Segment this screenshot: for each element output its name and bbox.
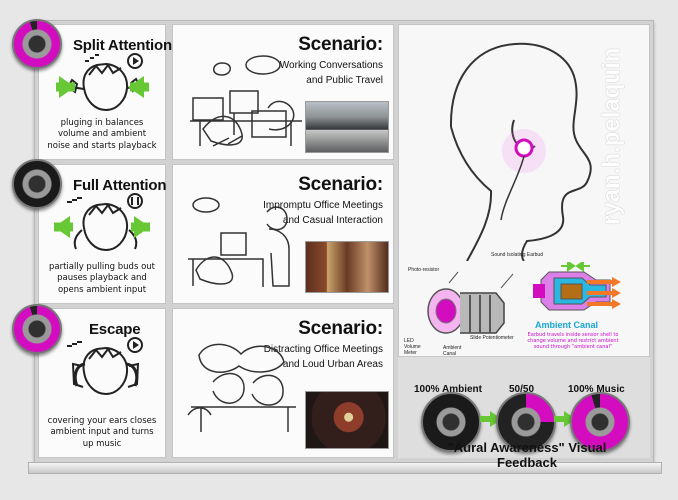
ambient-canal-title: Ambient Canal xyxy=(535,320,599,330)
impromptu-meeting-sketch xyxy=(188,197,290,287)
escape-title: Escape xyxy=(89,321,141,338)
scenario-subtitle-2: Impromptu Office Meetings and Casual Int… xyxy=(263,200,383,226)
casual-interaction-photo xyxy=(305,241,389,293)
office-conversation-sketch xyxy=(190,55,302,147)
sound-isolating-earbud-label: Sound Isolating Earbud xyxy=(491,252,543,258)
full-attention-caption: partially pulling buds out pauses playba… xyxy=(48,261,156,295)
head-profile-sketch xyxy=(449,42,592,261)
scale-label-ambient: 100% Ambient xyxy=(414,384,482,395)
scenario-panel-1: Scenario: Working Conversations and Publ… xyxy=(172,24,394,160)
split-attention-dial-icon xyxy=(12,19,62,69)
escape-dial-icon xyxy=(12,304,62,354)
loud-urban-photo xyxy=(305,391,389,449)
author-name: ryan.h.pelaquin xyxy=(598,47,625,225)
ambient-canal-cross-section xyxy=(533,262,621,311)
led-volume-meter-label: LED Volume Meter xyxy=(404,338,421,356)
balanced-feedback-dial-icon xyxy=(496,392,556,452)
photo-resistor-label: Photo-resistor xyxy=(408,267,440,273)
full-attention-title: Full Attention xyxy=(73,177,167,194)
scenario-subtitle-1: Working Conversations and Public Travel xyxy=(279,60,383,86)
ambient-canal-description: Earbud travels inside sensor shell to ch… xyxy=(527,332,619,350)
board-shelf xyxy=(28,462,662,474)
scale-label-balanced: 50/50 xyxy=(509,384,535,395)
ambient-feedback-dial-icon xyxy=(421,392,481,452)
headphone-hands-sketch xyxy=(56,53,149,112)
escape-caption: covering your ears closes ambient input … xyxy=(47,415,157,449)
scale-label-music: 100% Music xyxy=(568,384,625,395)
split-attention-panel: Split Attention pluging in balances volu… xyxy=(38,24,172,160)
split-attention-title: Split Attention xyxy=(73,37,172,54)
slide-potentiometer-label: Slide Potentiometer xyxy=(470,335,514,341)
scenario-title-2: Scenario: xyxy=(298,174,383,195)
scenario-panel-2: Scenario: Impromptu Office Meetings and … xyxy=(172,164,394,304)
visual-feedback-title: "Aural Awareness" Visual Feedback xyxy=(447,440,607,470)
full-attention-dial-icon xyxy=(12,159,62,209)
music-feedback-dial-icon xyxy=(570,392,630,452)
pulling-earbuds-sketch xyxy=(54,193,150,252)
distracting-meeting-sketch xyxy=(187,343,296,432)
scenario-title-3: Scenario: xyxy=(298,318,383,339)
scenario-subtitle-3: Distracting Office Meetings and Loud Urb… xyxy=(263,344,383,370)
scenario-panel-3: Scenario: Distracting Office Meetings an… xyxy=(172,308,394,458)
scenario-title-1: Scenario: xyxy=(298,34,383,55)
sensor-earbud-diagram xyxy=(427,271,514,334)
split-attention-caption: pluging in balances volume and ambient n… xyxy=(47,117,157,151)
covering-ears-sketch xyxy=(67,337,143,396)
public-travel-photo xyxy=(305,101,389,153)
